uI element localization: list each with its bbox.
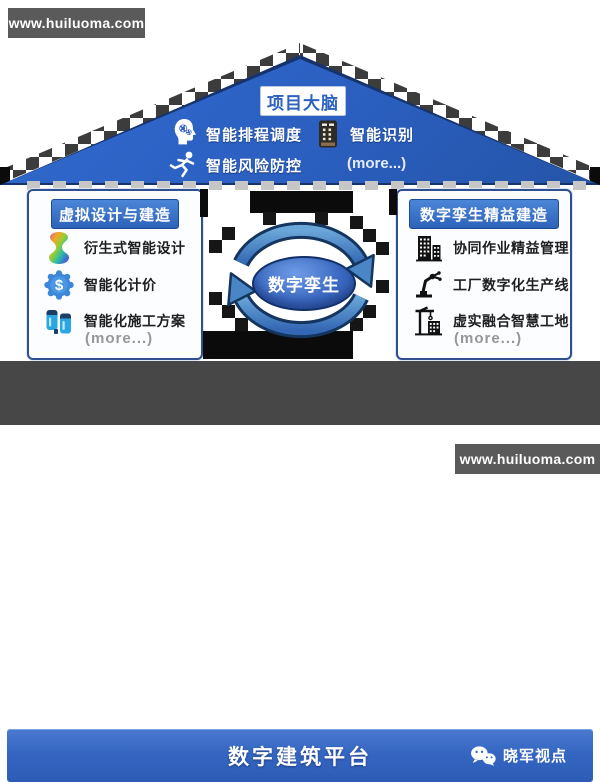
list-item: 衍生式智能设计 — [43, 231, 186, 265]
recognition-scanner-icon — [314, 118, 342, 150]
artifact-square — [222, 305, 235, 318]
falling-person-icon — [168, 150, 198, 180]
roof-item-label: 智能风险防控 — [206, 158, 303, 175]
list-item-label: 衍生式智能设计 — [84, 240, 186, 256]
wechat-icon — [471, 745, 496, 766]
list-item: 智能化施工方案 — [43, 304, 186, 338]
cycle-arrows-icon — [219, 212, 383, 348]
artifact-block — [200, 189, 208, 217]
roof-item-label: 智能排程调度 — [206, 127, 303, 144]
roof-more-label: (more...) — [347, 155, 407, 172]
artifact-square — [235, 318, 248, 331]
left-panel-title: 虚拟设计与建造 — [58, 206, 171, 224]
left-panel: 虚拟设计与建造 衍生式智能设计 — [27, 189, 203, 360]
platform-frame: 数字建筑平台 晓军视点 — [0, 361, 600, 782]
artifact-square — [350, 318, 363, 331]
brand-badge: 晓军视点 — [469, 729, 567, 782]
svg-text:$: $ — [55, 277, 64, 294]
list-item-label: 虚实融合智慧工地 — [453, 313, 569, 329]
right-panel: 数字孪生精益建造 协同作业精益 — [396, 189, 572, 360]
digital-twin-label: 数字孪生 — [268, 276, 340, 295]
artifact-square — [376, 242, 389, 255]
right-panel-title: 数字孪生精益建造 — [419, 206, 548, 224]
artifact-block — [203, 331, 353, 359]
left-panel-header: 虚拟设计与建造 — [51, 199, 179, 229]
smart-site-crane-icon — [412, 304, 444, 338]
list-item: 虚实融合智慧工地 — [412, 304, 569, 338]
roof-title-label: 项目大脑 — [267, 93, 339, 113]
roof-item-label: 智能识别 — [350, 127, 415, 144]
artifact-block — [590, 167, 600, 185]
generative-design-icon — [43, 231, 75, 265]
list-item: 工厂数字化生产线 — [412, 268, 569, 302]
left-panel-more-label: (more...) — [85, 330, 154, 347]
platform-bar: 数字建筑平台 晓军视点 — [7, 729, 593, 782]
watermark-top-left: www.huiluoma.com — [8, 8, 145, 38]
artifact-square — [363, 229, 376, 242]
roof-title-badge: 项目大脑 — [260, 86, 346, 116]
list-item: $ 智能化计价 — [43, 268, 157, 302]
list-item-label: 智能化计价 — [84, 277, 157, 293]
building-icon — [412, 231, 444, 265]
platform-label: 数字建筑平台 — [228, 745, 372, 769]
smart-pricing-badge-icon: $ — [43, 268, 75, 302]
list-item-label: 智能化施工方案 — [84, 313, 186, 329]
list-item-label: 协同作业精益管理 — [453, 240, 569, 256]
list-item-label: 工厂数字化生产线 — [453, 277, 569, 293]
artifact-square — [376, 280, 389, 293]
artifact-block — [389, 189, 397, 215]
construction-plan-icon — [43, 304, 75, 338]
factory-robot-arm-icon — [412, 268, 444, 302]
artifact-square — [263, 212, 276, 225]
list-item: 协同作业精益管理 — [412, 231, 569, 265]
brand-label: 晓军视点 — [502, 748, 567, 765]
artifact-block — [0, 167, 10, 185]
artifact-square — [209, 292, 222, 305]
watermark-bottom-right: www.huiluoma.com — [455, 444, 600, 474]
artifact-square — [315, 212, 328, 225]
artifact-square — [350, 216, 363, 229]
artifact-block — [250, 191, 353, 213]
right-panel-header: 数字孪生精益建造 — [409, 199, 559, 229]
right-panel-more-label: (more...) — [454, 330, 523, 347]
roof-base-checker — [14, 181, 586, 190]
brain-gears-icon — [170, 117, 202, 151]
digital-twin-bubble: 数字孪生 — [252, 256, 356, 311]
artifact-square — [363, 305, 376, 318]
artifact-square — [222, 227, 235, 240]
artifact-square — [209, 240, 222, 253]
